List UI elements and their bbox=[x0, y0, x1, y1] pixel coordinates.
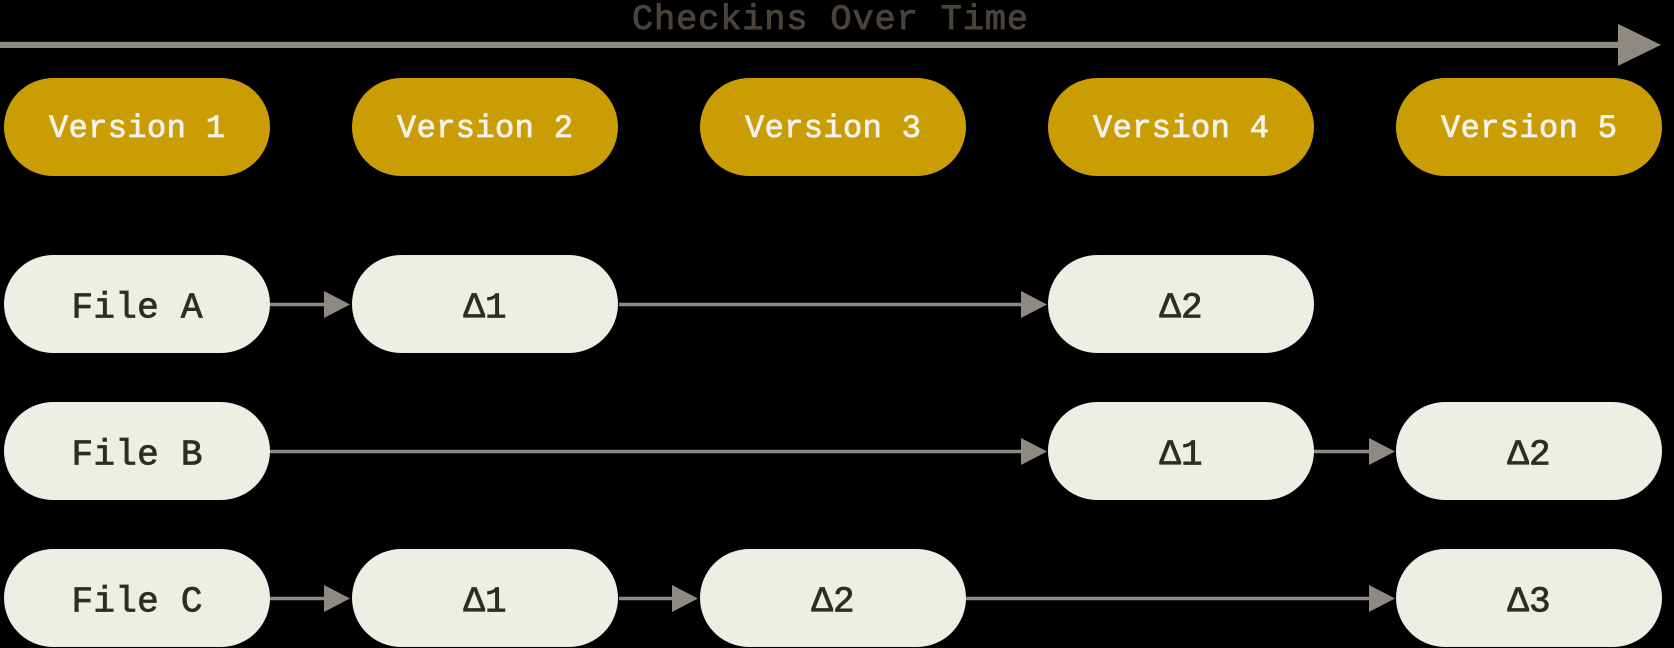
svg-text:Version 1: Version 1 bbox=[49, 110, 225, 147]
svg-text:File C: File C bbox=[72, 582, 203, 623]
svg-text:File B: File B bbox=[72, 435, 203, 476]
svg-text:Δ2: Δ2 bbox=[1507, 435, 1550, 476]
svg-text:Δ1: Δ1 bbox=[1159, 435, 1202, 476]
svg-text:Δ2: Δ2 bbox=[1159, 288, 1202, 329]
svg-text:File A: File A bbox=[72, 288, 203, 329]
svg-text:Δ3: Δ3 bbox=[1507, 582, 1550, 623]
svg-text:Version 3: Version 3 bbox=[745, 110, 921, 147]
svg-text:Δ1: Δ1 bbox=[463, 288, 506, 329]
svg-text:Version 5: Version 5 bbox=[1441, 110, 1617, 147]
svg-text:Version 4: Version 4 bbox=[1093, 110, 1269, 147]
svg-text:Δ2: Δ2 bbox=[811, 582, 854, 623]
svg-text:Version 2: Version 2 bbox=[397, 110, 573, 147]
svg-text:Checkins Over Time: Checkins Over Time bbox=[632, 0, 1028, 40]
svg-text:Δ1: Δ1 bbox=[463, 582, 506, 623]
